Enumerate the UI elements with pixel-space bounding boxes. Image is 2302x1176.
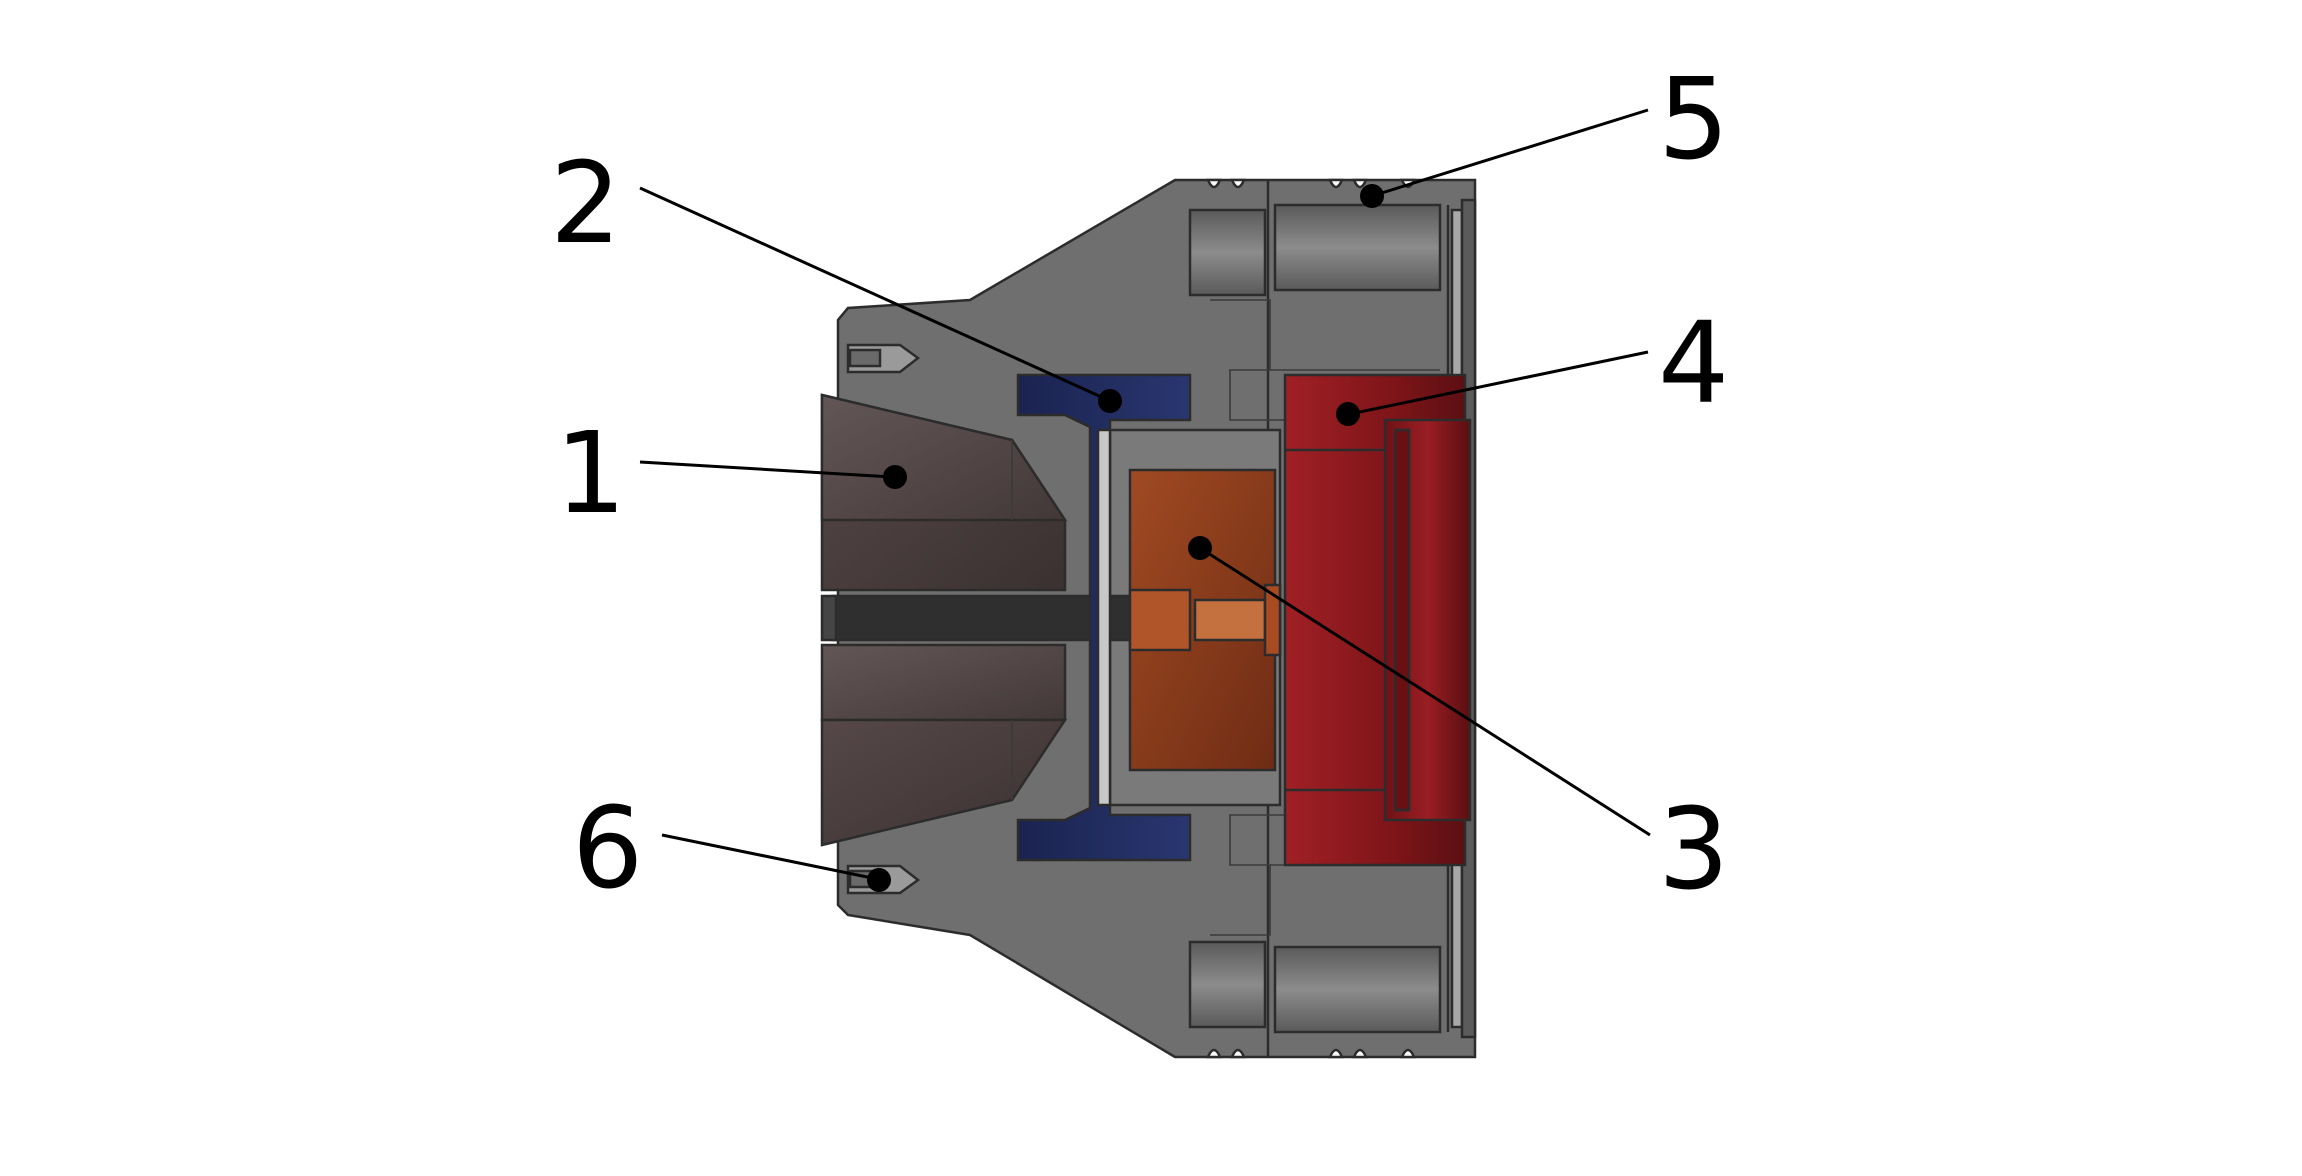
leader-dot-3 [1188, 536, 1212, 560]
leader-line-1 [639, 460, 894, 479]
leader-line-6 [661, 833, 878, 881]
copper-core [1128, 468, 1282, 772]
leader-line-4 [1349, 350, 1649, 416]
callout-label-3: 3 [1658, 785, 1729, 915]
retainer-ring [1016, 373, 1192, 862]
callout-label-6: 6 [572, 784, 643, 914]
leader-line-5 [1371, 108, 1649, 198]
callout-label-5: 5 [1658, 55, 1729, 185]
callout-label-2: 2 [550, 139, 621, 269]
red-end-plate [1283, 373, 1472, 867]
leader-line-3 [1199, 546, 1651, 837]
leader-line-2 [639, 186, 1109, 402]
leader-dot-4 [1336, 402, 1360, 426]
callout-label-1: 1 [555, 409, 626, 539]
leader-dot-1 [883, 465, 907, 489]
callout-labels: 1 2 3 4 5 6 [550, 55, 1729, 915]
leaders [639, 108, 1651, 892]
leader-dot-5 [1360, 184, 1384, 208]
leader-dot-6 [867, 868, 891, 892]
leader-dot-2 [1098, 389, 1122, 413]
jaw-inserts [820, 393, 1134, 847]
callout-label-4: 4 [1658, 299, 1729, 429]
